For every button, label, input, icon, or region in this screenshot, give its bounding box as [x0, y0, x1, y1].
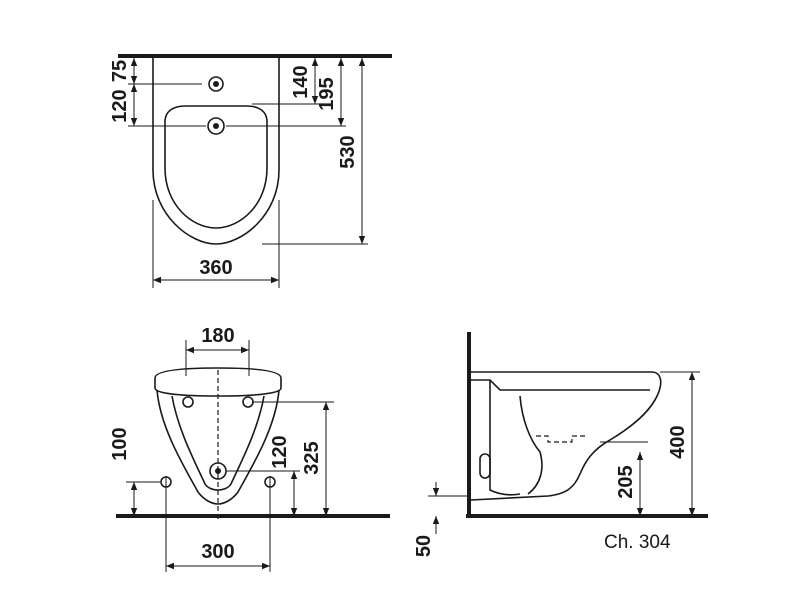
- reference-label: Ch. 304: [604, 532, 671, 553]
- dim-label-530: 530: [337, 135, 359, 168]
- dim-label-100: 100: [109, 427, 131, 460]
- front-rim: [154, 367, 282, 397]
- top-inner-bowl: [164, 105, 268, 229]
- side-back-plate: [489, 380, 521, 496]
- dim-label-300: 300: [201, 541, 234, 563]
- top-drain-center: [213, 123, 219, 129]
- dim-label-120: 120: [109, 89, 131, 122]
- top-outer-outline: [152, 58, 280, 245]
- dim-label-140: 140: [290, 65, 312, 98]
- side-rim: [471, 379, 650, 391]
- dim-label-195: 195: [316, 77, 338, 110]
- top-tap-hole: [208, 76, 224, 92]
- side-waste-path: [536, 435, 588, 443]
- dim-label-325: 325: [301, 441, 323, 474]
- front-body: [156, 389, 280, 505]
- dim-label-50: 50: [413, 535, 435, 557]
- side-inlet-opening: [479, 453, 491, 479]
- dim-label-75: 75: [109, 60, 131, 82]
- side-inner-bowl: [519, 395, 543, 495]
- front-view: 180 100 120 325 300: [109, 325, 390, 572]
- top-tap-hole-center: [213, 81, 219, 87]
- dim-label-120-front: 120: [269, 435, 291, 468]
- dim-label-205: 205: [615, 465, 637, 498]
- side-view: 400 205 50: [413, 332, 708, 557]
- dim-label-360: 360: [199, 257, 232, 279]
- front-fixing-hole-left: [182, 396, 194, 408]
- front-fixing-hole-right: [242, 396, 254, 408]
- top-view: 75 120 140 195 530 360: [109, 54, 392, 288]
- dim-label-400: 400: [667, 425, 689, 458]
- top-drain-hole: [207, 117, 225, 135]
- dim-label-180: 180: [201, 325, 234, 347]
- side-outer-body: [470, 371, 662, 501]
